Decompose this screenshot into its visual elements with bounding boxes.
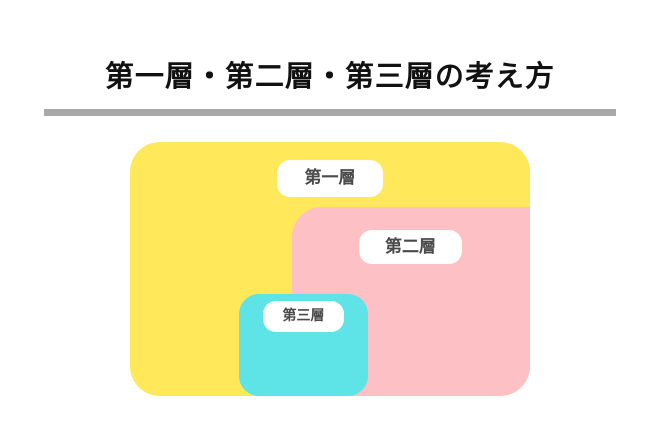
diagram-title: 第一層・第二層・第三層の考え方	[104, 59, 555, 93]
layer-2-label: 第二層	[359, 230, 462, 264]
layer-3-label: 第三層	[263, 301, 344, 332]
layer-1-label: 第一層	[277, 160, 383, 197]
title-divider	[44, 109, 616, 116]
layers-diagram: 第一層 第二層 第三層	[130, 142, 530, 396]
